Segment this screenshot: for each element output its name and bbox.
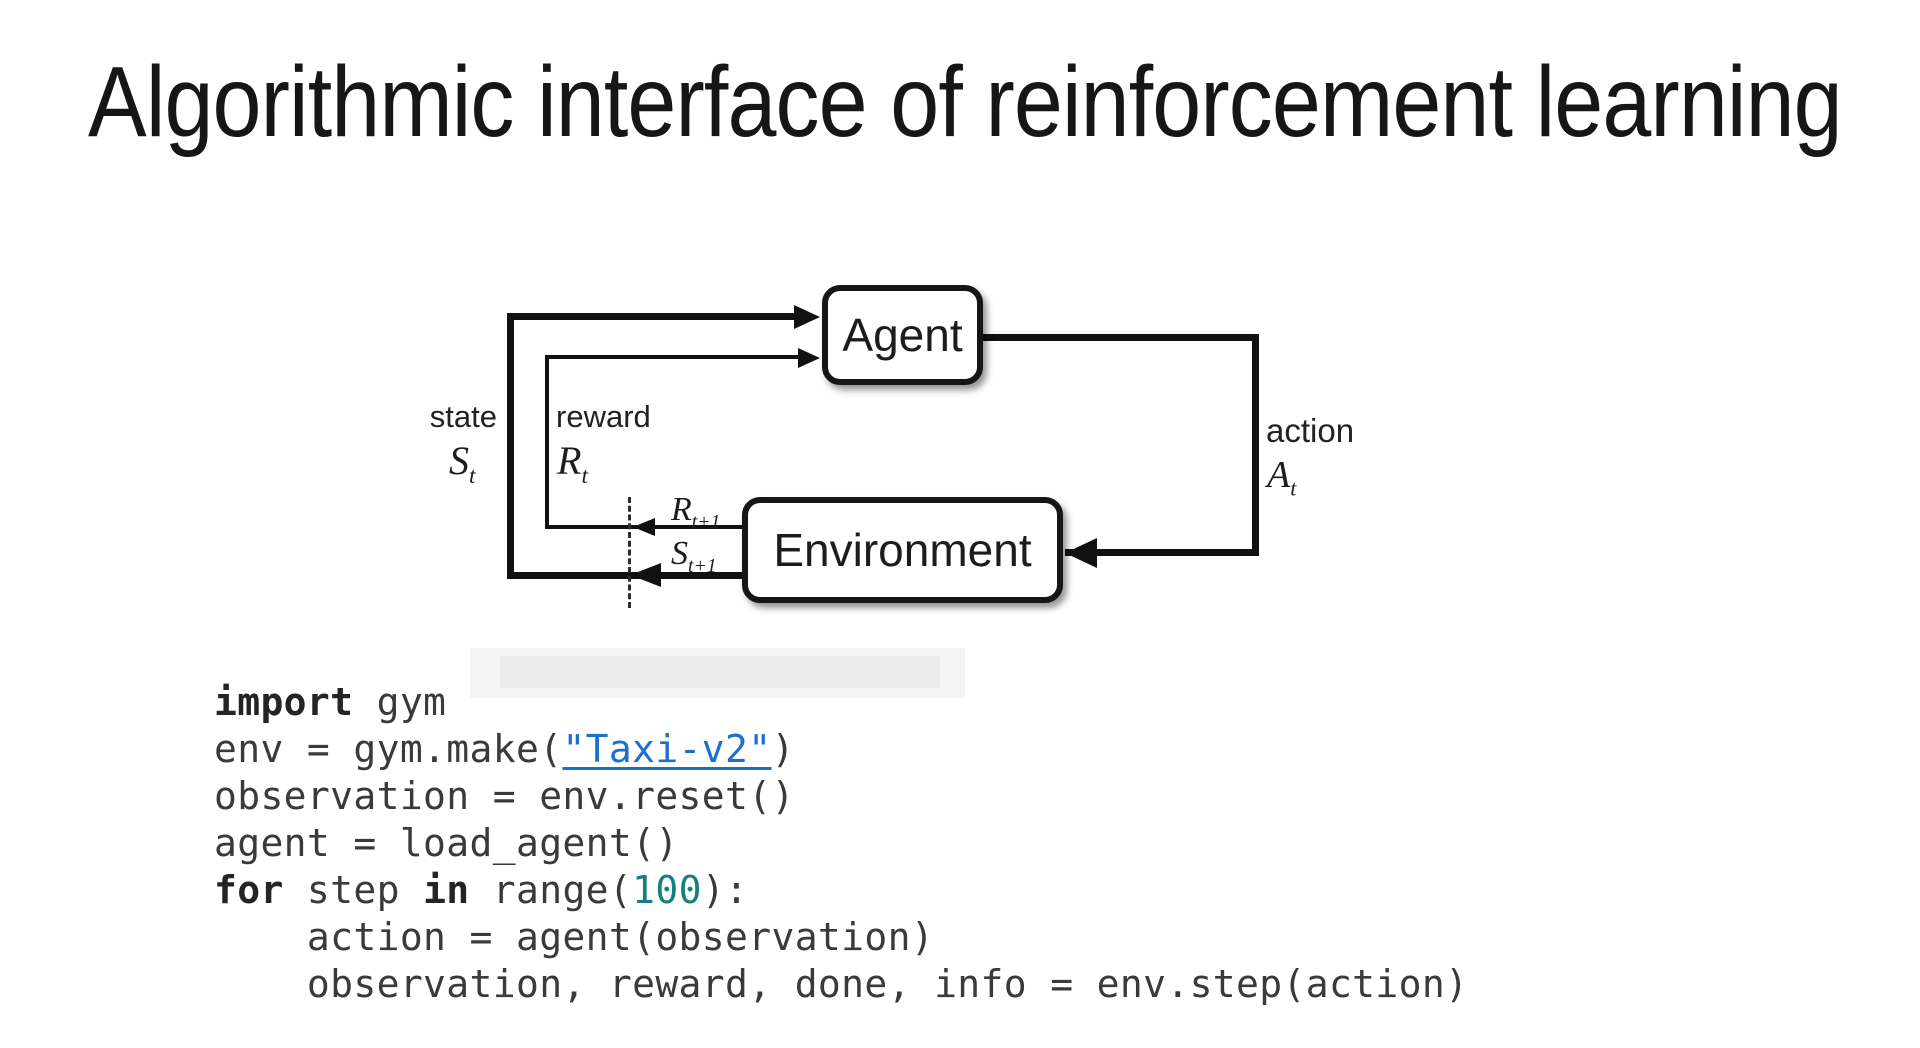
reward-line-top: [545, 355, 798, 359]
code-line: import gym: [214, 679, 1468, 726]
state-label: state: [429, 399, 497, 434]
state-line-top: [507, 313, 800, 320]
code-token: step: [283, 868, 424, 912]
slide-title: Algorithmic interface of reinforcement l…: [88, 46, 1843, 158]
code-token: range(: [469, 868, 633, 912]
reward-label: reward: [556, 399, 651, 434]
action-line-top: [983, 334, 1259, 341]
code-token: action = agent(observation): [214, 915, 935, 959]
code-token-keyword: for: [214, 868, 284, 912]
environment-label: Environment: [773, 524, 1032, 576]
reward-symbol: Rt: [557, 438, 588, 489]
reward-arrowhead-icon: [798, 348, 820, 368]
next-reward-arrowhead-icon: [633, 518, 655, 536]
code-token-number: 100: [632, 868, 702, 912]
next-state-symbol: St+1: [671, 535, 717, 577]
agent-box: Agent: [822, 285, 983, 385]
code-token: gym: [353, 680, 447, 724]
code-line: observation, reward, done, info = env.st…: [214, 961, 1468, 1008]
action-label: action: [1266, 412, 1355, 449]
taxi-v2-link[interactable]: "Taxi-v2": [562, 727, 772, 771]
next-state-line: [507, 572, 742, 579]
action-symbol: At: [1267, 454, 1297, 501]
next-reward-symbol: Rt+1: [671, 491, 721, 533]
environment-box: Environment: [742, 497, 1063, 603]
code-line: env = gym.make("Taxi-v2"): [214, 726, 1468, 773]
code-line: observation = env.reset(): [214, 773, 1468, 820]
agent-label: Agent: [842, 309, 963, 361]
background-artifact: [500, 656, 940, 688]
reward-line-vertical: [545, 355, 549, 529]
code-line: agent = load_agent(): [214, 820, 1468, 867]
state-arrowhead-icon: [794, 305, 820, 329]
code-token: agent = load_agent(): [214, 821, 679, 865]
code-token: ): [771, 727, 795, 771]
state-line-vertical: [507, 313, 514, 579]
code-block: import gym env = gym.make("Taxi-v2") obs…: [214, 679, 1468, 1008]
code-line: action = agent(observation): [214, 914, 1468, 961]
action-arrowhead-icon: [1065, 538, 1097, 568]
code-token: env = gym.make(: [214, 727, 563, 771]
timestep-boundary-dashed-line: [628, 497, 631, 608]
next-state-arrowhead-icon: [630, 563, 661, 587]
action-line-bottom: [1065, 549, 1259, 556]
code-token: ):: [701, 868, 749, 912]
state-symbol: St: [449, 438, 476, 489]
action-line-vertical: [1252, 334, 1259, 556]
code-token-keyword: import: [214, 680, 354, 724]
code-token: observation, reward, done, info = env.st…: [214, 962, 1469, 1006]
code-token-keyword: in: [423, 868, 470, 912]
code-token: observation = env.reset(): [214, 774, 795, 818]
code-line: for step in range(100):: [214, 867, 1468, 914]
